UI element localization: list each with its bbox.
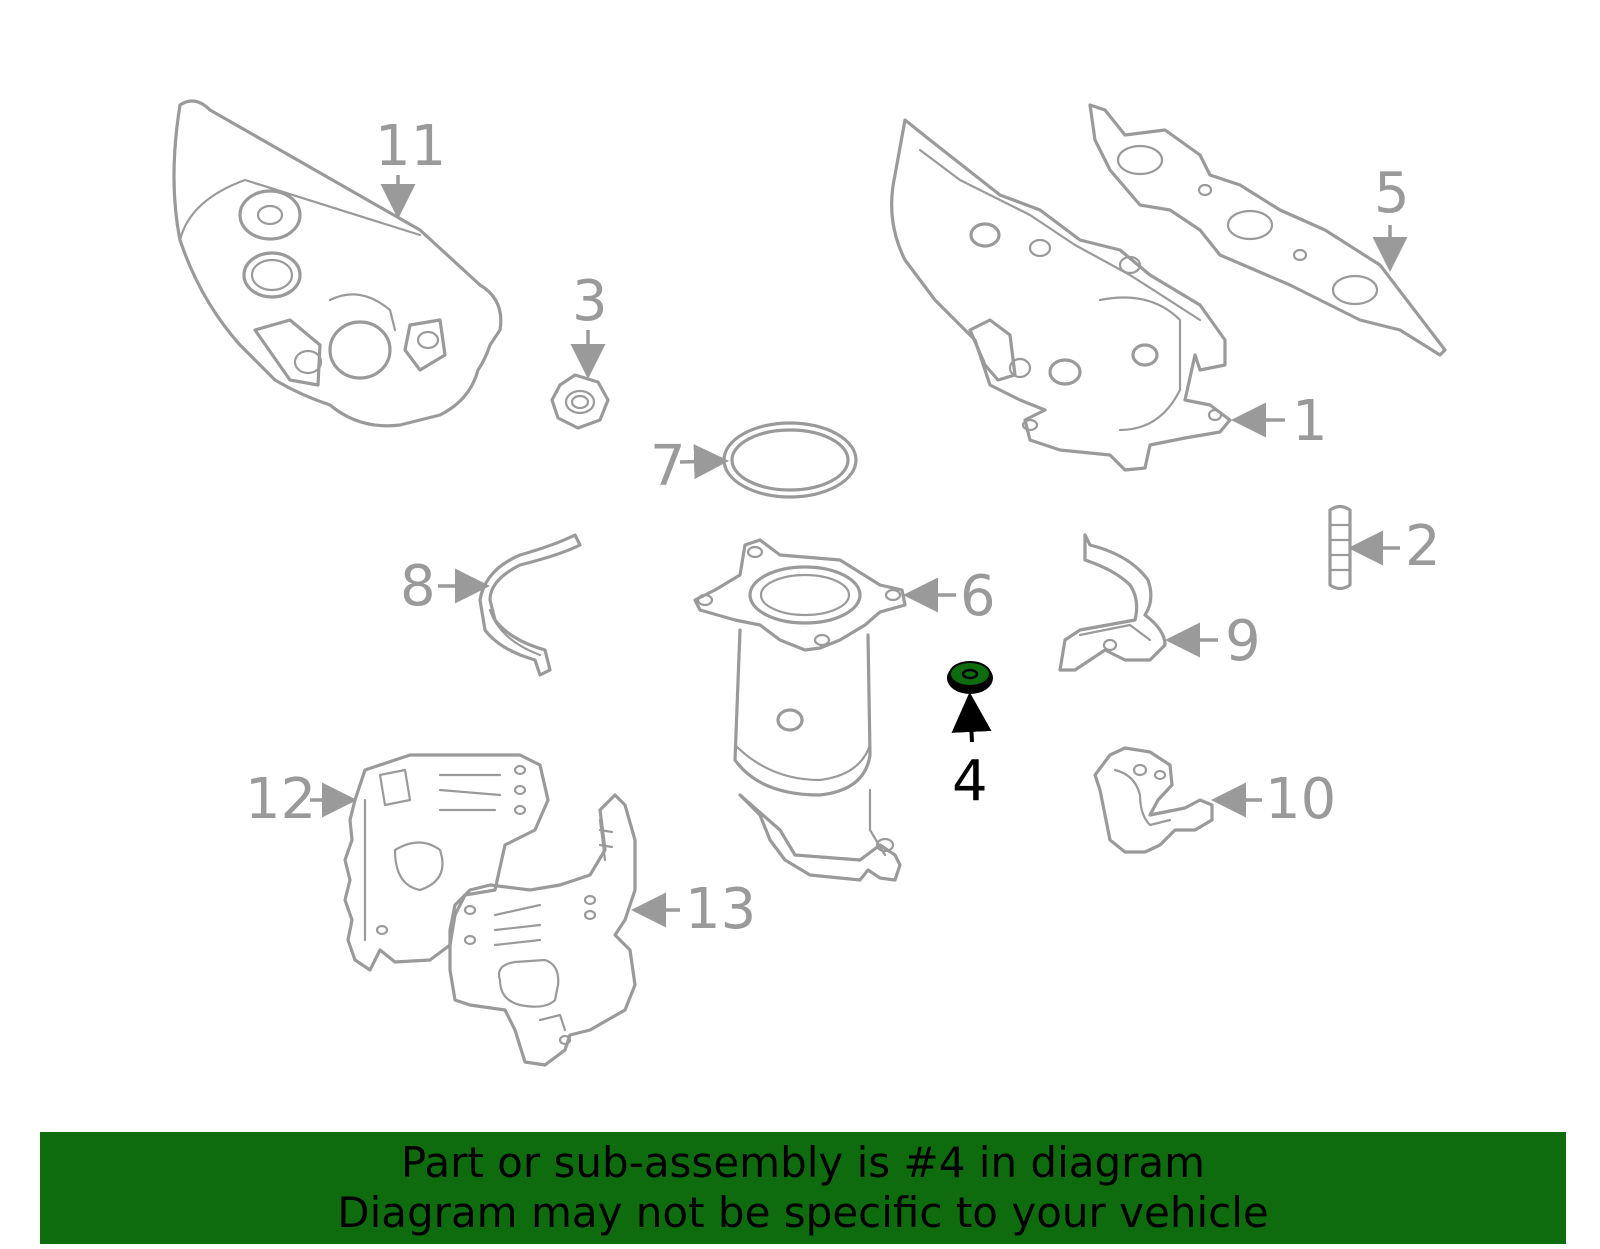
- callout-3: 3: [572, 269, 608, 334]
- callout-5: 5: [1374, 161, 1410, 226]
- callout-6: 6: [960, 564, 996, 629]
- callout-4: 4: [952, 749, 988, 814]
- callout-8: 8: [400, 554, 436, 619]
- callout-1: 1: [1292, 389, 1328, 454]
- part-7-ring-gasket[interactable]: [722, 421, 858, 499]
- callout-11: 11: [375, 114, 446, 179]
- callout-12: 12: [245, 767, 316, 832]
- part-4-grommet[interactable]: [947, 661, 993, 694]
- part-2-stud[interactable]: [1328, 504, 1352, 591]
- part-6-catalytic-converter[interactable]: [693, 538, 907, 882]
- part-11-heat-shield[interactable]: [172, 99, 503, 428]
- banner-line-2: Diagram may not be specific to your vehi…: [337, 1188, 1269, 1237]
- part-1-exhaust-manifold[interactable]: [890, 118, 1232, 472]
- part-8-clamp[interactable]: [478, 533, 582, 677]
- callout-2: 2: [1405, 514, 1441, 579]
- callout-labels: 11 3 1 5 7 2 8 6 9 4 10 12 13: [245, 114, 1441, 942]
- callout-10: 10: [1265, 767, 1336, 832]
- part-9-clamp[interactable]: [1058, 533, 1167, 672]
- part-12-heat-shield[interactable]: [343, 753, 550, 972]
- callout-9: 9: [1225, 609, 1261, 674]
- parts-diagram: 11 3 1 5 7 2 8 6 9 4 10 12 13: [172, 99, 1447, 1067]
- callout-arrows: [310, 175, 1408, 928]
- info-banner: Part or sub-assembly is #4 in diagram Di…: [40, 1132, 1566, 1244]
- callout-13: 13: [685, 877, 756, 942]
- part-10-bracket[interactable]: [1093, 746, 1214, 854]
- part-3-nut[interactable]: [550, 373, 610, 430]
- callout-7: 7: [650, 434, 686, 499]
- part-13-heat-shield[interactable]: [448, 793, 637, 1067]
- part-5-gasket[interactable]: [1088, 103, 1447, 357]
- banner-line-1: Part or sub-assembly is #4 in diagram: [400, 1138, 1206, 1187]
